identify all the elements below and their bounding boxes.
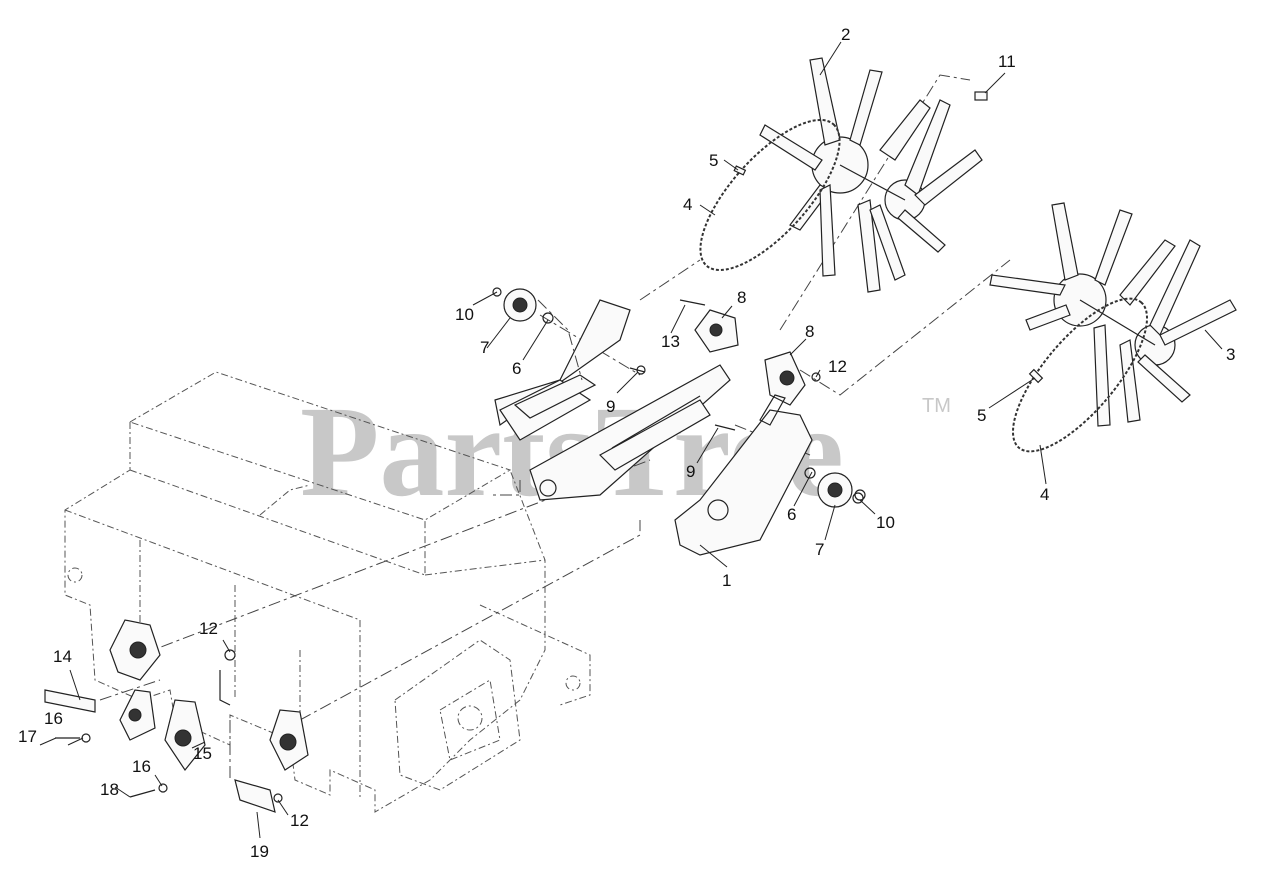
callout-16-right: 16	[132, 757, 151, 776]
lower-tine-rotor	[989, 202, 1237, 427]
upper-sprocket	[503, 288, 583, 381]
callout-labels: 1 2 3 4 4 5 5 6 6 7 7 8 8 9 9 10 10 11 1…	[18, 25, 1235, 861]
callout-10-lower: 10	[876, 513, 895, 532]
callout-4-lower: 4	[1040, 485, 1049, 504]
callout-3: 3	[1226, 345, 1235, 364]
frame-bearings	[44, 619, 309, 813]
callout-15: 15	[193, 744, 212, 763]
lower-drive-chain	[1011, 297, 1149, 453]
callout-8-upper: 8	[737, 288, 746, 307]
upper-tine-rotor	[759, 57, 983, 293]
callout-6-upper: 6	[512, 359, 521, 378]
lower-sprocket	[804, 467, 866, 508]
main-frame-housing	[64, 371, 591, 813]
callout-9-lower: 9	[686, 462, 695, 481]
callout-9-upper: 9	[606, 397, 615, 416]
callout-17: 17	[18, 727, 37, 746]
leader-lines	[39, 41, 1223, 839]
side-plate-assembly	[494, 299, 813, 556]
callout-16-left: 16	[44, 709, 63, 728]
callout-2: 2	[841, 25, 850, 44]
callout-18: 18	[100, 780, 119, 799]
callout-12-right: 12	[828, 357, 847, 376]
callout-4-upper: 4	[683, 195, 692, 214]
upper-bearing-flange	[694, 309, 806, 406]
callout-10-upper: 10	[455, 305, 474, 324]
callout-14: 14	[53, 647, 72, 666]
callout-7-upper: 7	[480, 338, 489, 357]
callout-19: 19	[250, 842, 269, 861]
callout-13: 13	[661, 332, 680, 351]
callout-1: 1	[722, 571, 731, 590]
callout-7-lower: 7	[815, 540, 824, 559]
callout-11: 11	[998, 52, 1016, 71]
callout-6-lower: 6	[787, 505, 796, 524]
watermark-trademark: TM	[922, 395, 951, 417]
callout-8-lower: 8	[805, 322, 814, 341]
callout-5-upper: 5	[709, 151, 718, 170]
callout-12-bottom: 12	[290, 811, 309, 830]
callout-5-lower: 5	[977, 406, 986, 425]
hardware-fasteners	[492, 91, 1044, 504]
callout-12-left: 12	[199, 619, 218, 638]
